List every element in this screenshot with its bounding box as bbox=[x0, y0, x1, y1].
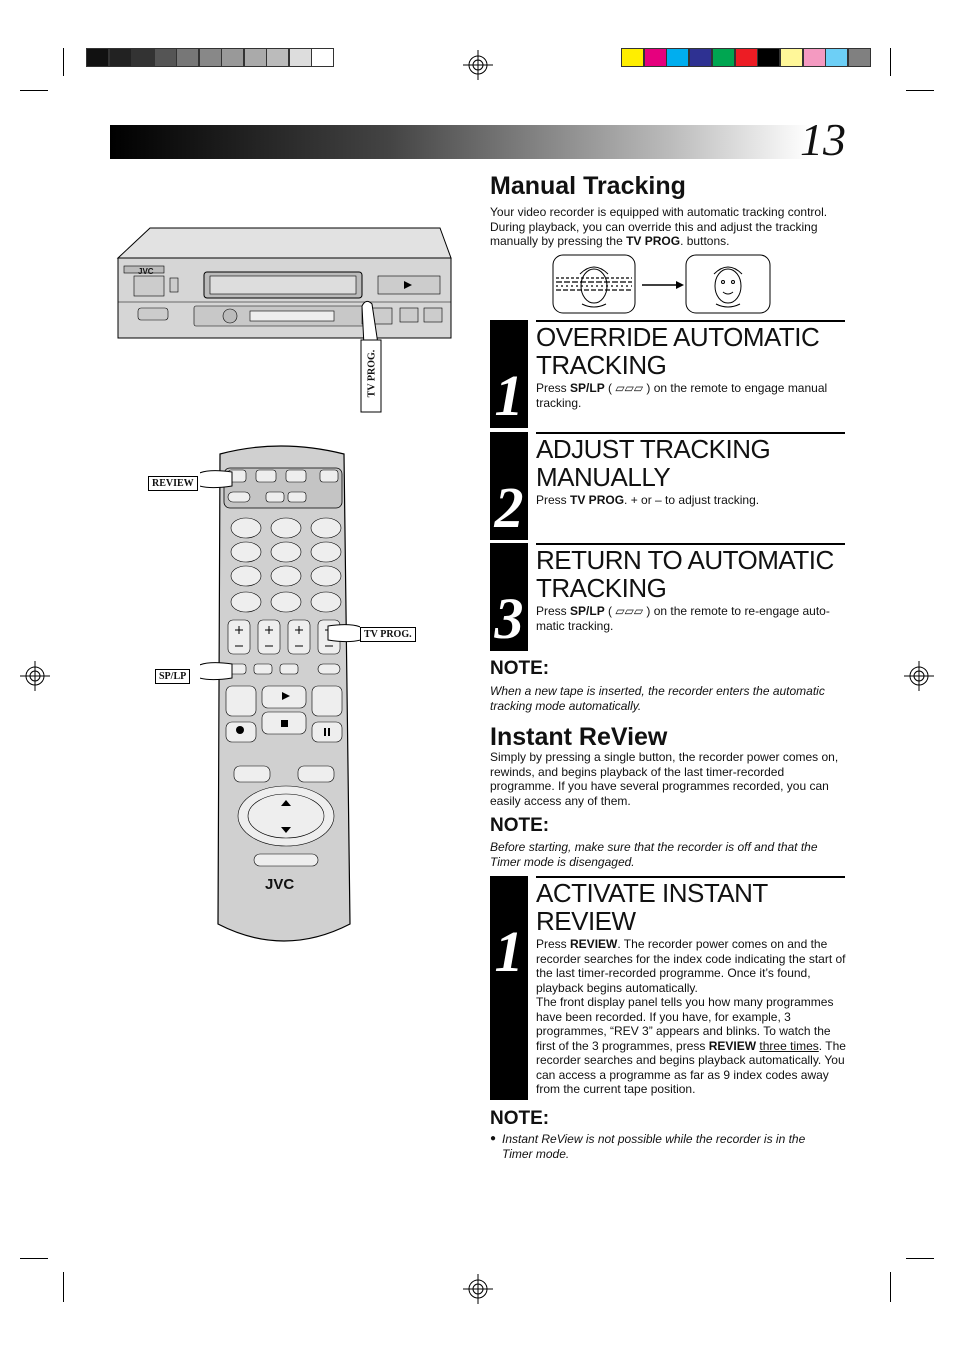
gray-swatch bbox=[266, 48, 289, 67]
tracking-noise-illustration bbox=[552, 254, 771, 314]
page-number: 13 bbox=[800, 114, 846, 165]
step-text-return: Press SP/LP ( ▱▱▱ ) on the remote to re-… bbox=[536, 604, 846, 633]
color-swatch bbox=[779, 48, 803, 67]
note-text-timer: Instant ReView is not possible while the… bbox=[502, 1132, 806, 1161]
step-text-adjust: Press TV PROG. + or – to adjust tracking… bbox=[536, 493, 846, 508]
color-swatch bbox=[802, 48, 826, 67]
callout-tv-prog: TV PROG. bbox=[360, 627, 416, 642]
step-text-underline: three times bbox=[759, 1038, 819, 1053]
note-text-tracking: When a new tape is inserted, the recorde… bbox=[490, 684, 825, 713]
gray-swatch bbox=[153, 48, 177, 67]
color-swatch bbox=[825, 48, 849, 67]
note-bullet: ● bbox=[490, 1133, 497, 1144]
step-text-part: . + or – to adjust tracking. bbox=[624, 493, 760, 507]
crop-mark bbox=[20, 90, 48, 91]
step-title-adjust: Adjust Tracking Manually bbox=[536, 434, 771, 492]
step-text-bold: SP/LP bbox=[570, 604, 605, 618]
step-text-activate: Press REVIEW. The recorder power comes o… bbox=[536, 937, 846, 1097]
color-swatch bbox=[689, 48, 713, 67]
color-swatch bbox=[666, 48, 690, 67]
step-text-part: Press bbox=[536, 937, 571, 951]
step-block-review bbox=[490, 876, 528, 1100]
step-number-review: 1 bbox=[494, 919, 524, 984]
intro-text-end: . buttons. bbox=[680, 234, 730, 248]
crop-mark bbox=[906, 90, 934, 91]
step-text-bold: SP/LP bbox=[570, 381, 605, 395]
color-swatch bbox=[757, 48, 781, 67]
step-title-return: Return To Automatic Tracking bbox=[536, 545, 834, 603]
vcr-callout-box bbox=[360, 339, 382, 413]
vcr-callout-tv-prog: TV PROG. bbox=[366, 349, 378, 398]
gray-swatch bbox=[108, 48, 132, 67]
step-text-bold: REVIEW bbox=[570, 937, 618, 951]
vcr-illustration bbox=[116, 227, 452, 347]
note-heading: NOTE: bbox=[490, 815, 550, 836]
instant-review-intro: Simply by pressing a single button, the … bbox=[490, 750, 839, 808]
color-swatch bbox=[643, 48, 667, 67]
step-block-1 bbox=[490, 320, 528, 428]
gray-swatch bbox=[198, 48, 222, 67]
callout-review: REVIEW bbox=[148, 476, 198, 491]
gray-swatch bbox=[221, 48, 244, 67]
vcr-brand: JVC bbox=[138, 267, 154, 276]
intro-bold: TV PROG bbox=[626, 234, 681, 248]
gray-swatch bbox=[311, 48, 334, 67]
step-text-part: . The recorder searches and begins playb… bbox=[536, 1038, 846, 1097]
registration-mark-left bbox=[20, 661, 50, 691]
step-number-2: 2 bbox=[494, 475, 524, 540]
color-swatch bbox=[711, 48, 735, 67]
gray-swatch bbox=[288, 48, 312, 67]
step-block-2 bbox=[490, 432, 528, 540]
step-rule-3 bbox=[536, 543, 845, 545]
step-text-part: ( ▱▱▱ ) on the remote to engage manual t… bbox=[536, 381, 828, 410]
color-swatch bbox=[734, 48, 758, 67]
manual-tracking-heading: Manual Tracking bbox=[490, 172, 686, 200]
note-text-before-starting: Before starting, make sure that the reco… bbox=[490, 840, 818, 869]
step-number-3: 3 bbox=[494, 586, 524, 651]
step-text-part: . The recorder power comes on and the re… bbox=[536, 937, 846, 995]
registration-mark-bottom bbox=[463, 1274, 493, 1304]
remote-control-illustration bbox=[200, 445, 360, 942]
intro-text: Your video recorder is equipped with aut… bbox=[490, 205, 828, 248]
step-rule-1 bbox=[536, 320, 845, 322]
manual-tracking-intro: Your video recorder is equipped with aut… bbox=[490, 205, 845, 249]
step-rule-2 bbox=[536, 432, 845, 434]
crop-mark bbox=[906, 1258, 934, 1259]
gray-swatch bbox=[176, 48, 199, 67]
header-gradient-bar bbox=[110, 125, 810, 159]
step-text-part: The front display panel tells you how ma… bbox=[536, 995, 834, 1053]
step-text-override: Press SP/LP ( ▱▱▱ ) on the remote to eng… bbox=[536, 381, 846, 410]
color-swatch bbox=[621, 48, 644, 67]
crop-mark bbox=[890, 48, 891, 76]
step-title-override: Override Automatic Tracking bbox=[536, 322, 820, 380]
step-number-1: 1 bbox=[494, 363, 524, 428]
step-text-bold: REVIEW bbox=[708, 1038, 757, 1053]
step-text-bold: TV PROG bbox=[570, 493, 625, 507]
gray-swatch bbox=[131, 48, 154, 67]
crop-mark bbox=[63, 1272, 64, 1302]
instant-review-heading: Instant ReView bbox=[490, 723, 668, 751]
remote-brand: JVC bbox=[265, 876, 295, 893]
note-heading: NOTE: bbox=[490, 1108, 550, 1129]
step-block-3 bbox=[490, 543, 528, 651]
step-title-activate: Activate Instant Review bbox=[536, 878, 768, 936]
gray-swatch bbox=[243, 48, 267, 67]
gray-swatch bbox=[86, 48, 109, 67]
note-heading: NOTE: bbox=[490, 658, 550, 679]
step-rule-review bbox=[536, 876, 845, 878]
crop-mark bbox=[63, 48, 64, 76]
step-text-part: Press bbox=[536, 381, 571, 395]
registration-mark-top bbox=[463, 50, 493, 80]
callout-sp-lp: SP/LP bbox=[155, 669, 191, 684]
color-swatch bbox=[848, 48, 871, 67]
crop-mark bbox=[20, 1258, 48, 1259]
registration-mark-right bbox=[904, 661, 934, 691]
step-text-part: Press bbox=[536, 604, 571, 618]
crop-mark bbox=[890, 1272, 891, 1302]
step-text-part: ( ▱▱▱ ) on the remote to re-engage auto-… bbox=[536, 604, 830, 633]
step-text-part: Press bbox=[536, 493, 571, 507]
